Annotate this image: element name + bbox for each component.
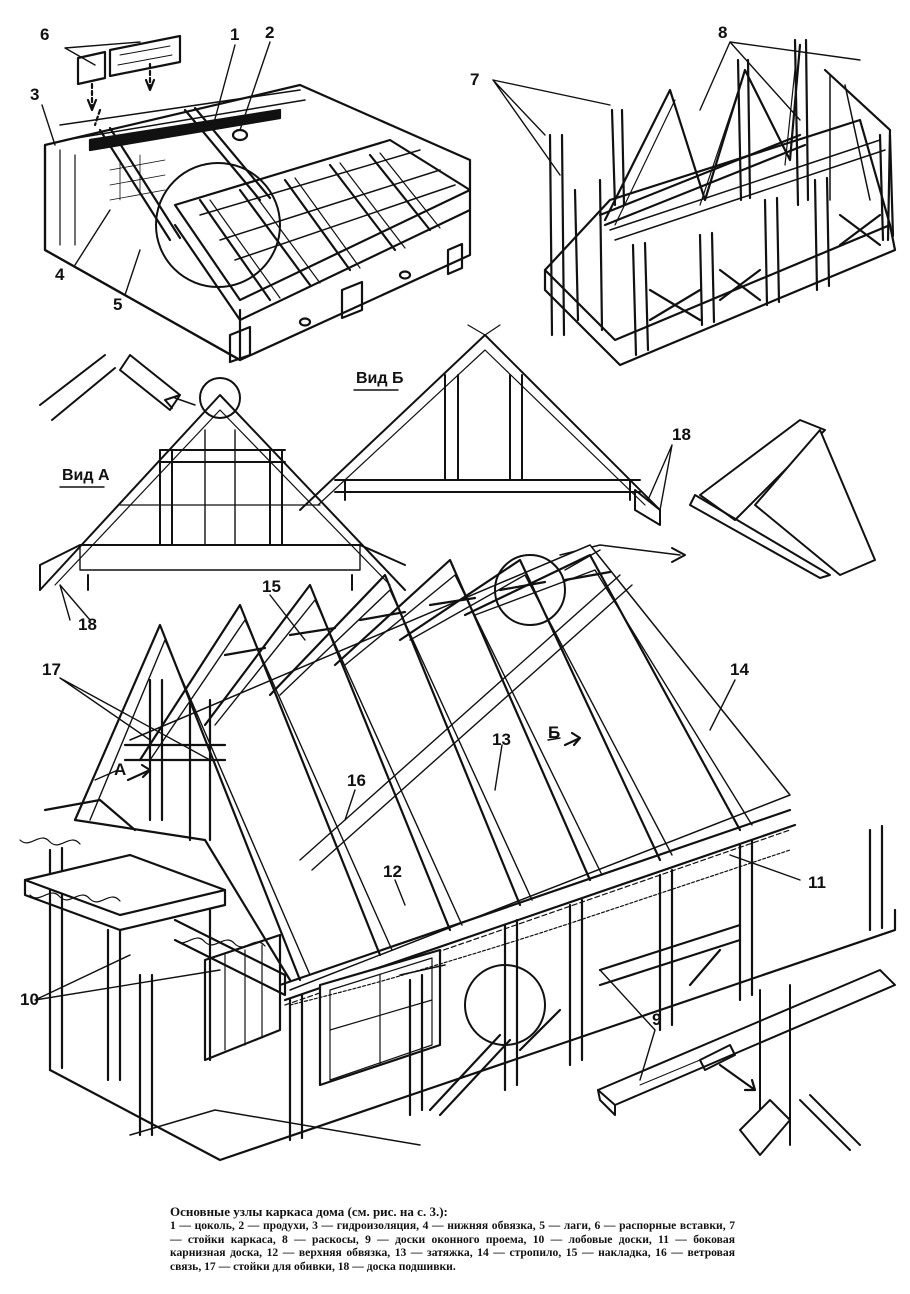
leader-lines [34,41,861,1081]
caption-title: Основные узлы каркаса дома (см. рис. на … [170,1204,448,1219]
label-12: 12 [383,862,402,881]
label-15: 15 [262,577,281,596]
window-joint-detail-drawing [597,969,896,1156]
label-2: 2 [265,23,274,42]
truss-view-a-drawing [39,354,406,591]
label-10: 10 [20,990,39,1009]
floor-frame-drawing [43,34,472,364]
label-8: 8 [718,23,727,42]
view-b-title: Вид Б [356,370,404,387]
label-6: 6 [40,25,49,44]
label-9: 9 [652,1010,661,1029]
label-7: 7 [470,70,479,89]
house-frame-main-drawing [19,544,897,1162]
wall-frame-drawing [543,38,897,367]
label-5: 5 [113,295,122,314]
label-a: А [114,760,126,779]
truss-view-b-drawing [299,324,876,579]
caption-body: 1 — цоколь, 2 — продухи, 3 — гидроизоляц… [170,1219,735,1273]
label-1: 1 [230,25,239,44]
label-16: 16 [347,771,366,790]
figure-caption: Основные узлы каркаса дома (см. рис. на … [170,1205,735,1273]
label-b: Б [548,723,560,742]
label-17: 17 [42,660,61,679]
label-18-left: 18 [78,615,97,634]
label-14: 14 [730,660,749,679]
label-18-right: 18 [672,425,691,444]
label-11: 11 [808,873,826,892]
label-3: 3 [30,85,39,104]
view-a-title: Вид А [62,467,110,484]
label-4: 4 [55,265,65,284]
label-13: 13 [492,730,511,749]
